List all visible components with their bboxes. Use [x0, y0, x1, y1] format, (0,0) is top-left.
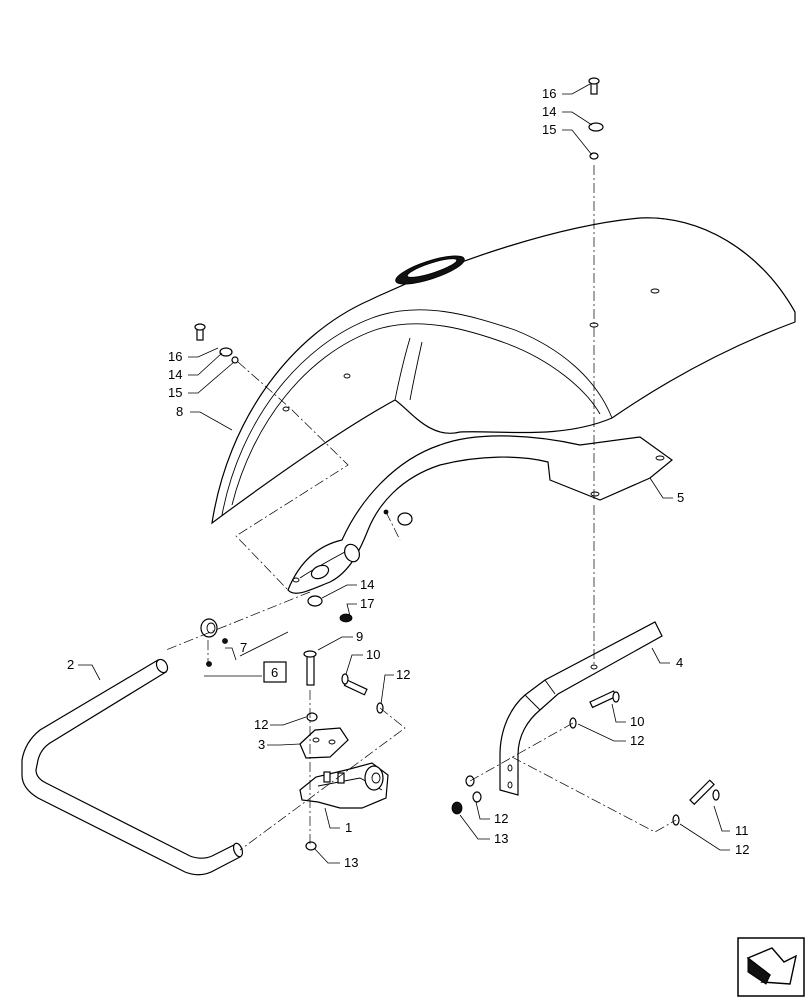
callout-14-left: 14	[168, 367, 182, 382]
callout-15-left: 15	[168, 385, 182, 400]
callout-12-right: 12	[630, 733, 644, 748]
hardware-top-stack	[588, 77, 604, 160]
callout-12-bottom: 12	[735, 842, 749, 857]
callout-16-left: 16	[168, 349, 182, 364]
next-page-arrow-icon[interactable]	[737, 937, 805, 997]
support-arm-part-4	[499, 621, 663, 796]
callout-7: 7	[240, 640, 247, 655]
callout-labels: 16 14 15 16 14 15 8 5 14 17 7 6 9 10 12 …	[67, 86, 749, 870]
callout-14-top: 14	[542, 104, 556, 119]
callout-12-lower: 12	[494, 811, 508, 826]
bushing-part-7	[200, 618, 228, 667]
callout-10-left: 10	[366, 647, 380, 662]
hardware-lower-right	[451, 775, 482, 815]
callout-8: 8	[176, 404, 183, 419]
callout-12-b: 12	[254, 717, 268, 732]
leader-lines	[78, 83, 730, 864]
callout-10-right: 10	[630, 714, 644, 729]
fender-part-8	[211, 217, 796, 525]
callout-4: 4	[676, 655, 683, 670]
callout-2: 2	[67, 657, 74, 672]
callout-6: 6	[271, 665, 278, 680]
callout-12-a: 12	[396, 667, 410, 682]
bolt-part-11	[672, 779, 720, 826]
bolt-part-10-right	[569, 690, 620, 729]
handle-bar-part-2	[21, 658, 244, 876]
plate-part-3	[299, 712, 349, 759]
callout-11: 11	[735, 823, 749, 838]
callout-6-box	[263, 661, 287, 683]
bolt-part-10-left	[341, 673, 384, 714]
callout-16-top: 16	[542, 86, 556, 101]
callout-3: 3	[258, 737, 265, 752]
callout-9: 9	[356, 629, 363, 644]
callout-14-mid: 14	[360, 577, 374, 592]
callout-13-lower: 13	[494, 831, 508, 846]
callout-1: 1	[345, 820, 352, 835]
bracket-part-5	[287, 435, 673, 594]
callout-17: 17	[360, 596, 374, 611]
hitch-part-1	[299, 762, 389, 851]
hardware-left-stack	[194, 323, 239, 364]
callout-15-top: 15	[542, 122, 556, 137]
callout-13-bottom: 13	[344, 855, 358, 870]
bolt-part-9	[303, 650, 317, 686]
assembly-centerlines	[165, 165, 677, 851]
hardware-mid	[307, 595, 353, 623]
callout-5: 5	[677, 490, 684, 505]
